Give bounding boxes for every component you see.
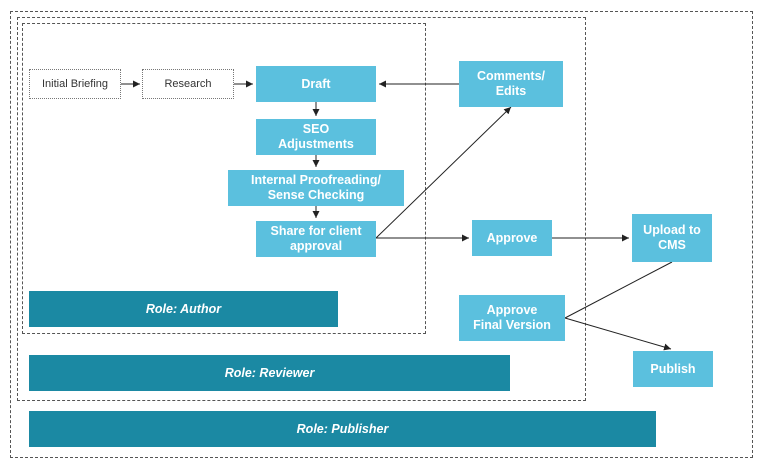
approve-step: Approve <box>472 220 552 256</box>
internal-proofreading-label: Internal Proofreading/ Sense Checking <box>251 173 381 202</box>
arrow-share-to-comments <box>375 106 512 239</box>
arrow-approve-final-to-publish <box>564 317 672 351</box>
share-for-approval-step: Share for client approval <box>256 221 376 257</box>
reviewer-region <box>17 17 586 401</box>
research-label: Research <box>164 78 212 90</box>
publisher-region <box>10 11 753 458</box>
approve-final-version-label: Approve Final Version <box>473 303 551 332</box>
role-reviewer-label: Role: Reviewer <box>224 366 315 380</box>
seo-adjustments-label: SEO Adjustments <box>278 122 354 151</box>
role-author-bar: Role: Author <box>29 291 338 327</box>
internal-proofreading-step: Internal Proofreading/ Sense Checking <box>228 170 404 206</box>
upload-to-cms-step: Upload to CMS <box>632 214 712 262</box>
role-publisher-label: Role: Publisher <box>296 422 389 436</box>
approve-label: Approve <box>486 230 538 245</box>
share-for-approval-label: Share for client approval <box>270 224 362 253</box>
comments-edits-label: Comments/ Edits <box>476 69 546 98</box>
draft-label: Draft <box>301 76 331 91</box>
publish-label: Publish <box>650 361 696 376</box>
initial-briefing-step: Initial Briefing <box>29 69 121 99</box>
author-region <box>22 23 426 334</box>
publish-step: Publish <box>633 351 713 387</box>
comments-edits-step: Comments/ Edits <box>459 61 563 107</box>
seo-adjustments-step: SEO Adjustments <box>256 119 376 155</box>
upload-to-cms-label: Upload to CMS <box>643 223 701 252</box>
approve-final-version-step: Approve Final Version <box>459 295 565 341</box>
line-upload-to-approve-final <box>564 261 673 319</box>
role-author-label: Role: Author <box>145 302 222 316</box>
initial-briefing-label: Initial Briefing <box>41 78 109 90</box>
draft-step: Draft <box>256 66 376 102</box>
research-step: Research <box>142 69 234 99</box>
role-publisher-bar: Role: Publisher <box>29 411 656 447</box>
role-reviewer-bar: Role: Reviewer <box>29 355 510 391</box>
